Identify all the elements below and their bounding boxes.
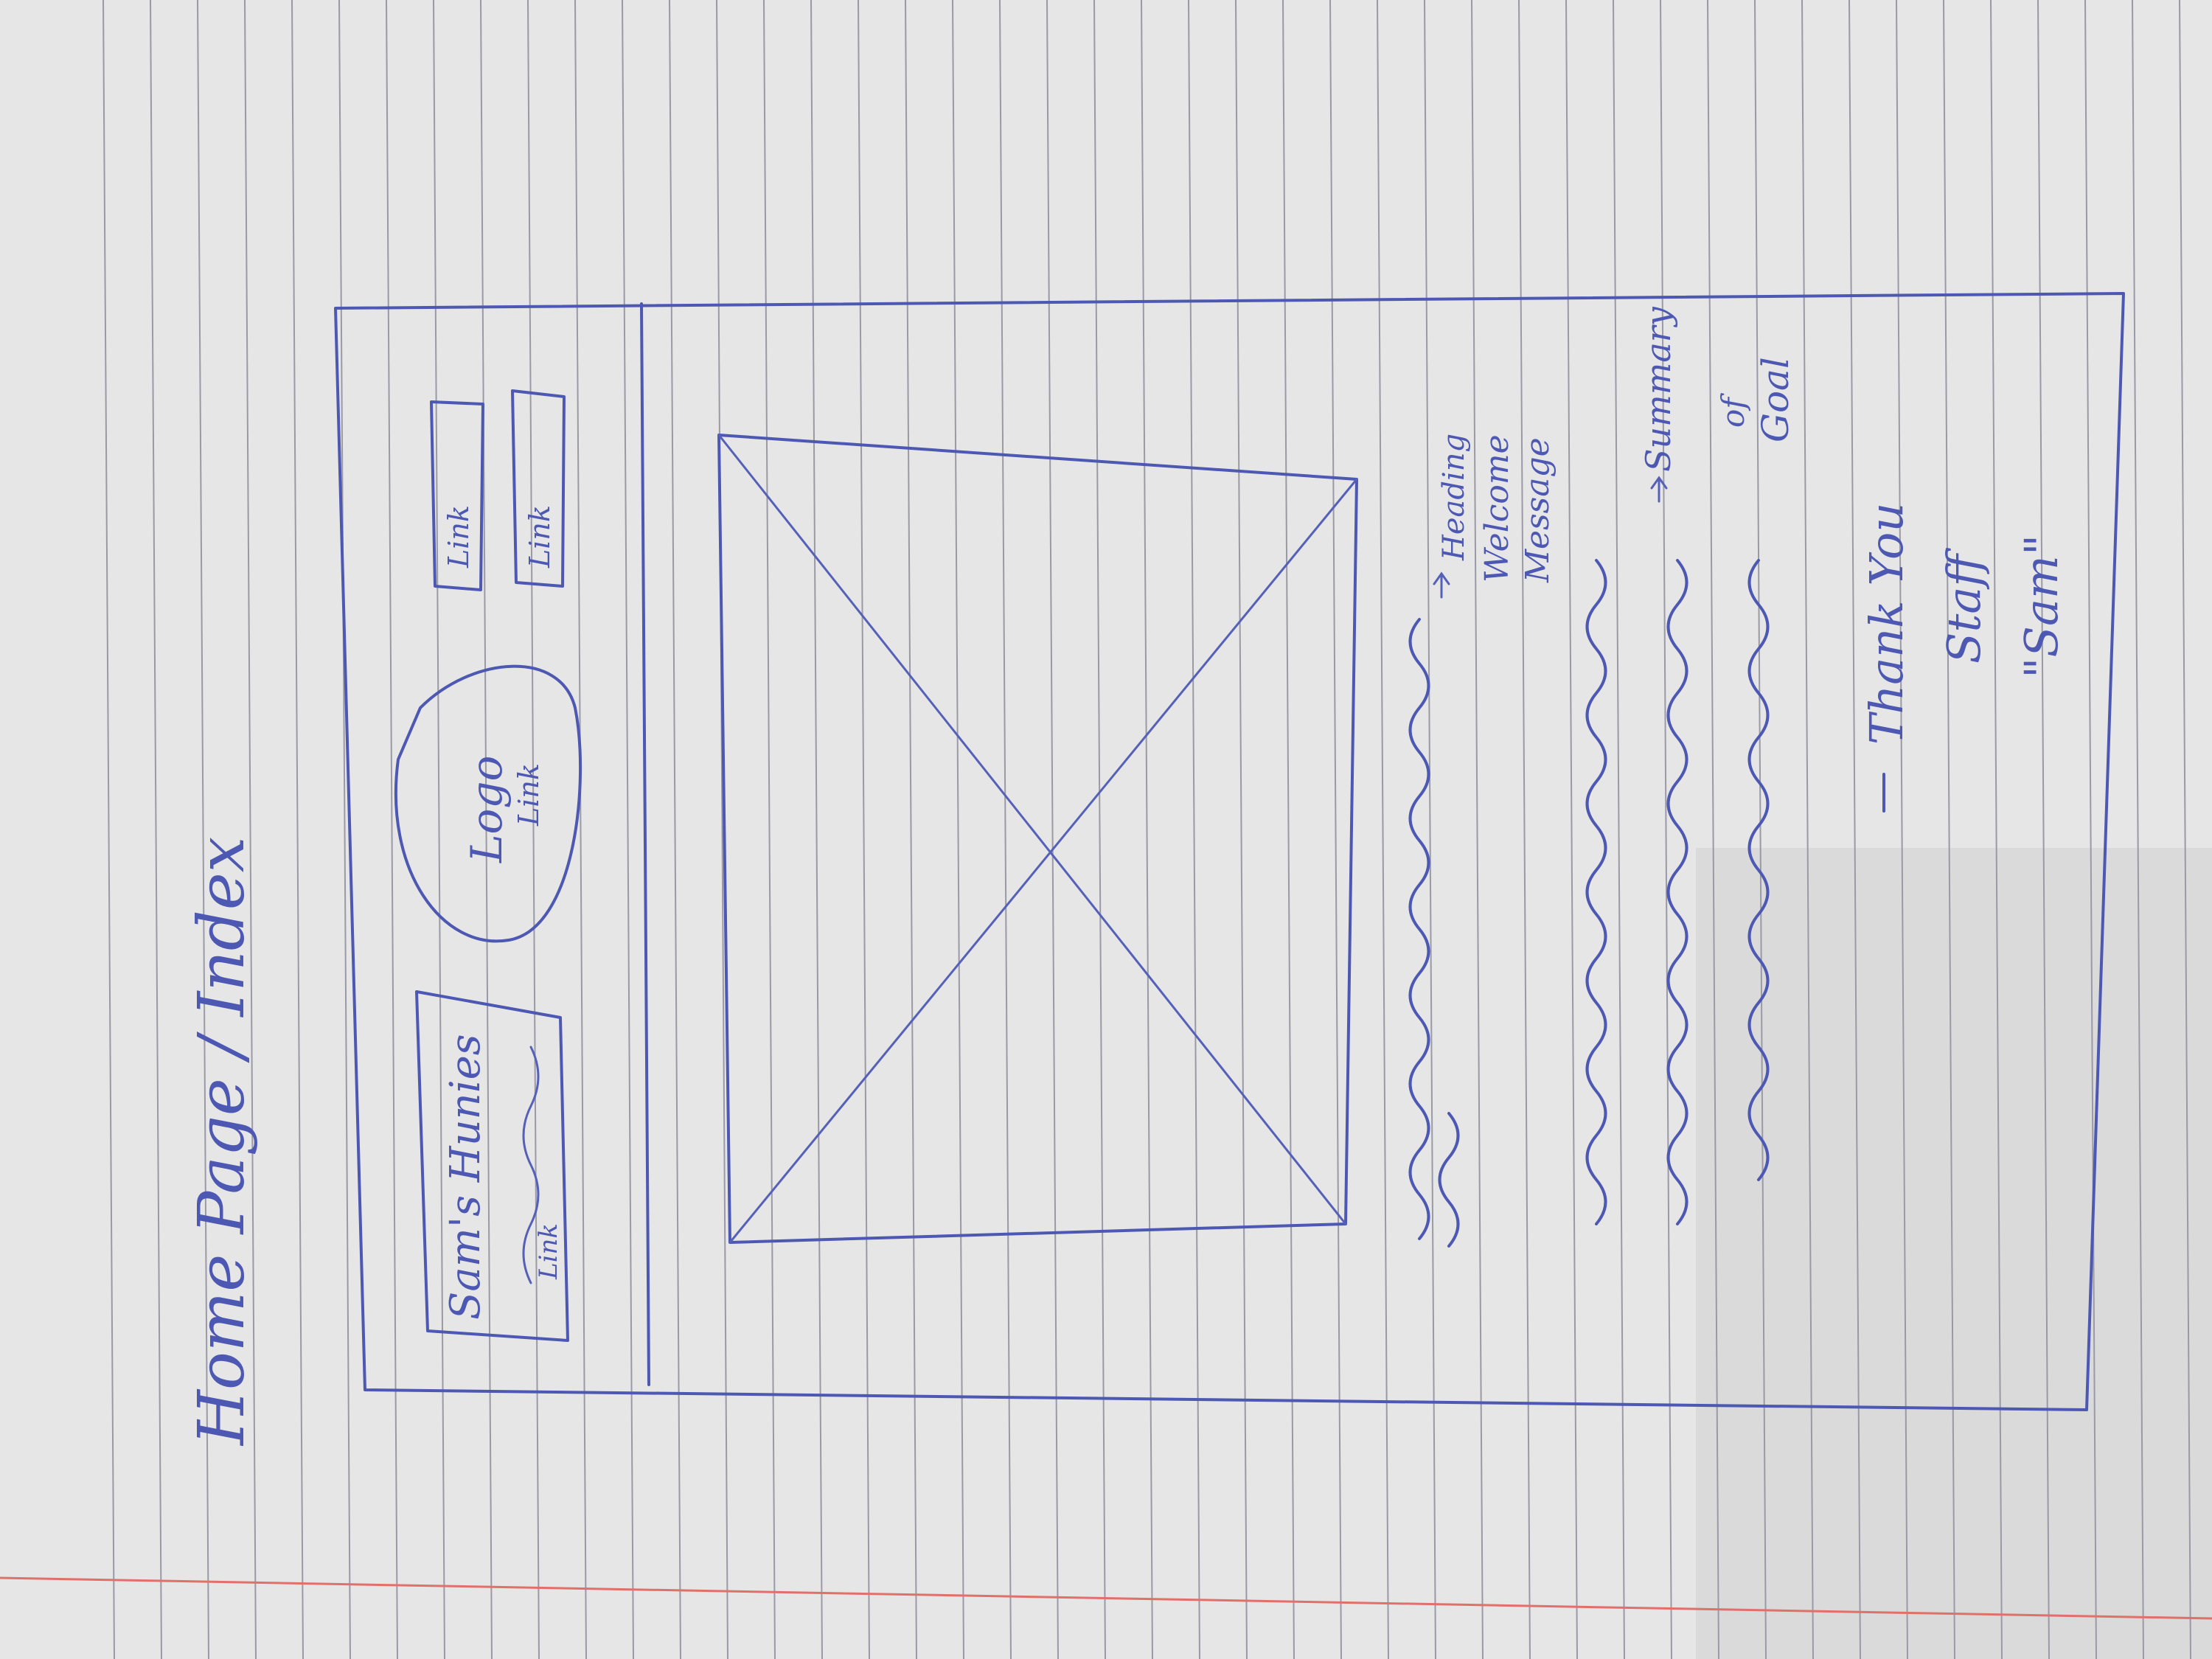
logo-link-text[interactable]: Link: [512, 763, 545, 827]
nav-link-2[interactable]: Link: [511, 389, 566, 588]
ruled-line: [386, 0, 398, 1659]
summary-note-line-3: Goal: [1754, 357, 1797, 442]
brand-box-link[interactable]: Link: [534, 1223, 563, 1280]
heading-note-line-1: Heading: [1437, 434, 1471, 561]
ruled-line: [2037, 0, 2050, 1659]
ruled-line: [669, 0, 681, 1659]
heading-squiggle: [1408, 571, 1460, 1248]
logo-text: Logo: [462, 756, 512, 863]
ruled-line: [810, 0, 823, 1659]
ruled-line: [1188, 0, 1200, 1659]
summary-note-line-1: Summary: [1638, 306, 1678, 472]
summary-note-line-2: of: [1715, 393, 1751, 428]
wireframe-frame: [334, 292, 2125, 1411]
nav-link-1-text[interactable]: Link: [442, 505, 475, 568]
ruled-line: [763, 0, 776, 1659]
page-title: Home Page / Index: [185, 837, 259, 1447]
ruled-line: [1848, 0, 1861, 1659]
ruled-line: [2132, 0, 2144, 1659]
ruled-line: [1329, 0, 1342, 1659]
ruled-line: [1093, 0, 1106, 1659]
signoff-line-3: "Sam": [2014, 535, 2068, 678]
ruled-line: [999, 0, 1012, 1659]
ruled-line: [480, 0, 493, 1659]
ruled-line: [1282, 0, 1295, 1659]
logo-link[interactable]: Logo Link: [394, 664, 582, 943]
ruled-line: [433, 0, 445, 1659]
ruled-line: [244, 0, 257, 1659]
summary-squiggles: [1585, 476, 1770, 1225]
ruled-line: [527, 0, 540, 1659]
ruled-line: [1990, 0, 2003, 1659]
ruled-line: [622, 0, 634, 1659]
nav-link-1[interactable]: Link: [430, 400, 484, 591]
heading-note: Heading Welcome Message: [1437, 434, 1557, 583]
logo-circle: [394, 664, 582, 943]
ruled-line: [1801, 0, 1814, 1659]
ruled-line: [1565, 0, 1578, 1659]
ruled-line: [338, 0, 351, 1659]
brand-box[interactable]: Sam's Hunies Link: [415, 990, 569, 1342]
ruled-line: [952, 0, 964, 1659]
ruled-line: [1754, 0, 1767, 1659]
ruled-line: [1141, 0, 1153, 1659]
ruled-line: [858, 0, 870, 1659]
ruled-lines: [102, 0, 2191, 1659]
hero-image-placeholder: [717, 434, 1358, 1244]
ruled-line: [1471, 0, 1484, 1659]
ruled-line: [2084, 0, 2097, 1659]
brand-box-text: Sam's Hunies: [442, 1034, 490, 1320]
margin-line: [0, 1576, 2212, 1620]
ruled-line: [1613, 0, 1625, 1659]
signoff: Thank You Staff "Sam": [1860, 503, 2068, 813]
ruled-line: [2179, 0, 2191, 1659]
ruled-line: [197, 0, 209, 1659]
ruled-line: [905, 0, 917, 1659]
ruled-line: [1518, 0, 1531, 1659]
ruled-line: [716, 0, 728, 1659]
ruled-line: [1707, 0, 1719, 1659]
ruled-line: [1377, 0, 1389, 1659]
nav-link-2-text[interactable]: Link: [524, 505, 556, 568]
ruled-line: [574, 0, 587, 1659]
ruled-line: [1424, 0, 1436, 1659]
header-divider: [640, 302, 650, 1386]
ruled-line: [102, 0, 115, 1659]
ruled-line: [1896, 0, 1908, 1659]
heading-note-line-2: Welcome: [1478, 434, 1516, 582]
ruled-line: [1235, 0, 1248, 1659]
ruled-line: [1943, 0, 1955, 1659]
heading-note-line-3: Message: [1519, 437, 1557, 583]
ruled-line: [150, 0, 162, 1659]
ruled-line: [1046, 0, 1059, 1659]
ruled-line: [1660, 0, 1672, 1659]
signoff-line-1: Thank You: [1860, 503, 1913, 745]
summary-note: Summary of Goal: [1638, 306, 1797, 472]
ruled-line: [291, 0, 304, 1659]
signoff-line-2: Staff: [1937, 548, 1991, 664]
